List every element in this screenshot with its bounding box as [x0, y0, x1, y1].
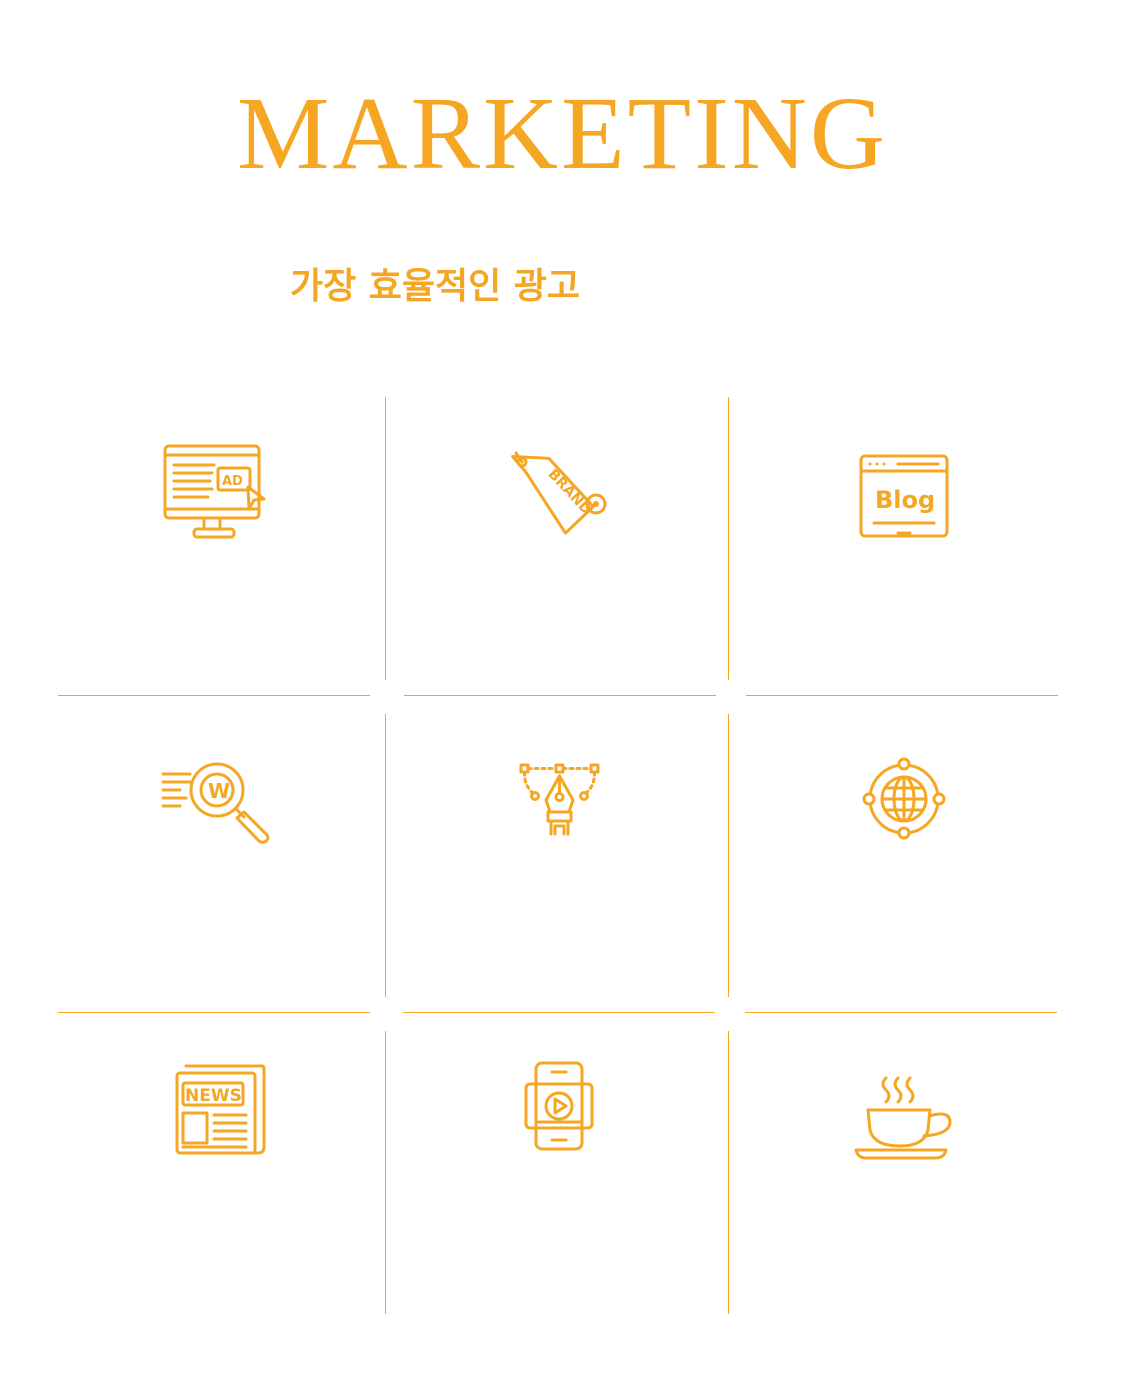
grid-divider-horizontal	[745, 1012, 1057, 1013]
grid-divider-vertical	[728, 714, 729, 997]
mobile-video-icon	[522, 1060, 598, 1154]
grid-divider-vertical	[385, 397, 386, 680]
coffee-cup-icon	[852, 1074, 956, 1164]
web-search-icon: W	[160, 760, 272, 844]
ad-monitor-icon: AD	[162, 443, 266, 541]
grid-divider-vertical	[728, 1031, 729, 1314]
grid-divider-horizontal	[58, 695, 370, 696]
grid-divider-horizontal	[746, 695, 1058, 696]
page-subtitle: 가장 효율적인 광고	[290, 265, 581, 307]
svg-text:AD: AD	[222, 474, 243, 489]
pen-tool-icon	[518, 762, 602, 838]
brand-tag-icon: BRAND	[508, 448, 612, 542]
grid-divider-horizontal	[403, 1012, 715, 1013]
newspaper-icon: NEWS	[174, 1063, 268, 1157]
grid-divider-horizontal	[404, 695, 716, 696]
svg-text:NEWS: NEWS	[185, 1086, 242, 1106]
grid-divider-vertical	[728, 397, 729, 680]
grid-divider-vertical	[385, 714, 386, 997]
grid-divider-horizontal	[58, 1012, 370, 1013]
svg-text:W: W	[208, 779, 230, 803]
blog-window-icon: Blog	[858, 453, 952, 541]
svg-text:Blog: Blog	[875, 486, 935, 514]
page-title: MARKETING	[237, 76, 888, 191]
grid-divider-vertical	[385, 1031, 386, 1314]
globe-network-icon	[860, 755, 948, 843]
